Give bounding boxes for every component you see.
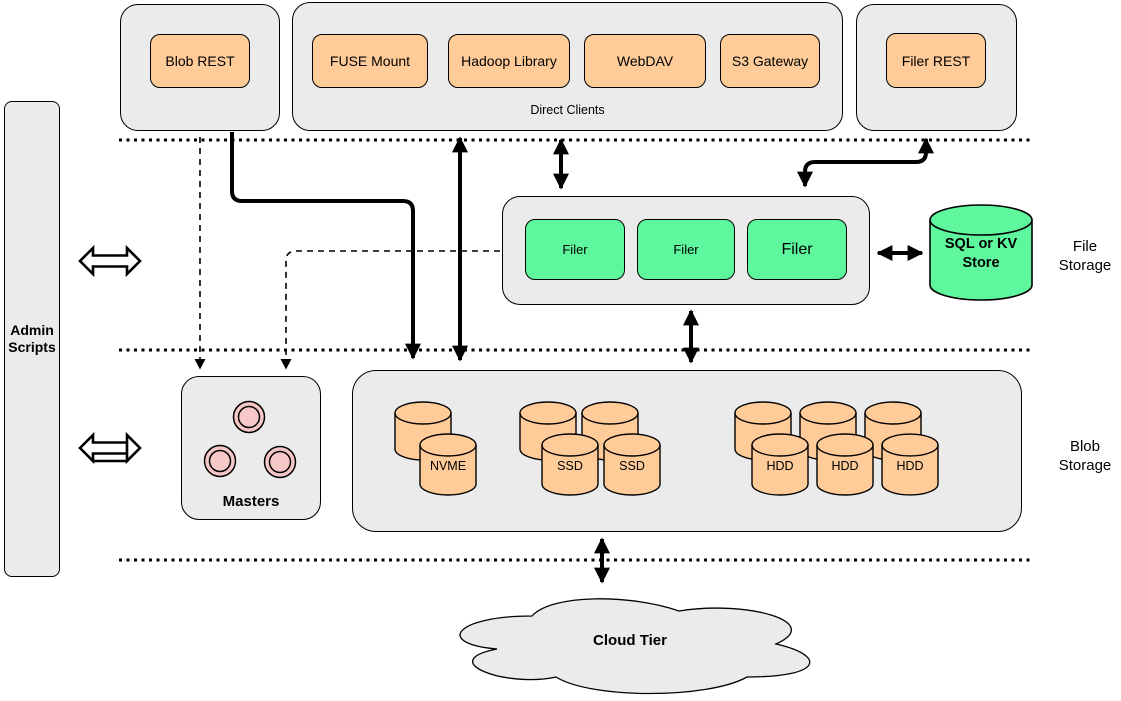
blob-rest-label: Blob REST bbox=[165, 53, 235, 69]
dashed-connector-filer-group-to-masters bbox=[280, 250, 500, 370]
volume-label-hdd-2: HDD bbox=[831, 458, 859, 473]
admin-blob-storage-double-arrow-icon bbox=[78, 431, 142, 465]
file-storage-section-label: File Storage bbox=[1058, 237, 1112, 275]
volume-label-ssd-1: SSD bbox=[557, 458, 583, 473]
filer-rest-box: Filer REST bbox=[886, 33, 986, 88]
admin-scripts-label: Admin Scripts bbox=[8, 321, 56, 356]
webdav-label: WebDAV bbox=[616, 53, 674, 69]
webdav-box: WebDAV bbox=[584, 34, 706, 88]
connector-blob-rest-to-blob-storage bbox=[230, 132, 421, 360]
volume-label-hdd-1: HDD bbox=[766, 458, 794, 473]
volume-label-nvme: NVME bbox=[429, 458, 467, 473]
sql-kv-store-label: SQL or KV Store bbox=[944, 236, 1018, 271]
connector-filer-rest-to-filer-group bbox=[797, 137, 934, 188]
fuse-mount-label: FUSE Mount bbox=[329, 53, 411, 69]
admin-file-storage-double-arrow-icon bbox=[78, 244, 142, 278]
filer-label-3: Filer bbox=[781, 240, 813, 258]
blob-rest-box: Blob REST bbox=[150, 34, 250, 88]
admin-scripts-panel: Admin Scripts bbox=[4, 101, 60, 577]
s3-gateway-box: S3 Gateway bbox=[720, 34, 820, 88]
fuse-mount-box: FUSE Mount bbox=[312, 34, 428, 88]
filer-box-2: Filer bbox=[637, 219, 735, 280]
cloud-tier-label: Cloud Tier bbox=[593, 632, 667, 650]
blob-storage-group bbox=[352, 370, 1022, 532]
filer-box-3: Filer bbox=[747, 219, 847, 280]
filer-label-1: Filer bbox=[562, 242, 588, 257]
filer-rest-label: Filer REST bbox=[901, 52, 971, 69]
hadoop-library-label: Hadoop Library bbox=[461, 53, 557, 69]
hadoop-library-box: Hadoop Library bbox=[448, 34, 570, 88]
filer-box-1: Filer bbox=[525, 219, 625, 280]
masters-label: Masters bbox=[222, 493, 280, 511]
s3-gateway-label: S3 Gateway bbox=[731, 53, 809, 69]
volume-label-ssd-2: SSD bbox=[619, 458, 645, 473]
filer-label-2: Filer bbox=[673, 242, 699, 257]
direct-clients-label: Direct Clients bbox=[530, 102, 605, 117]
volume-label-hdd-3: HDD bbox=[896, 458, 924, 473]
blob-storage-section-label: Blob Storage bbox=[1058, 437, 1112, 475]
